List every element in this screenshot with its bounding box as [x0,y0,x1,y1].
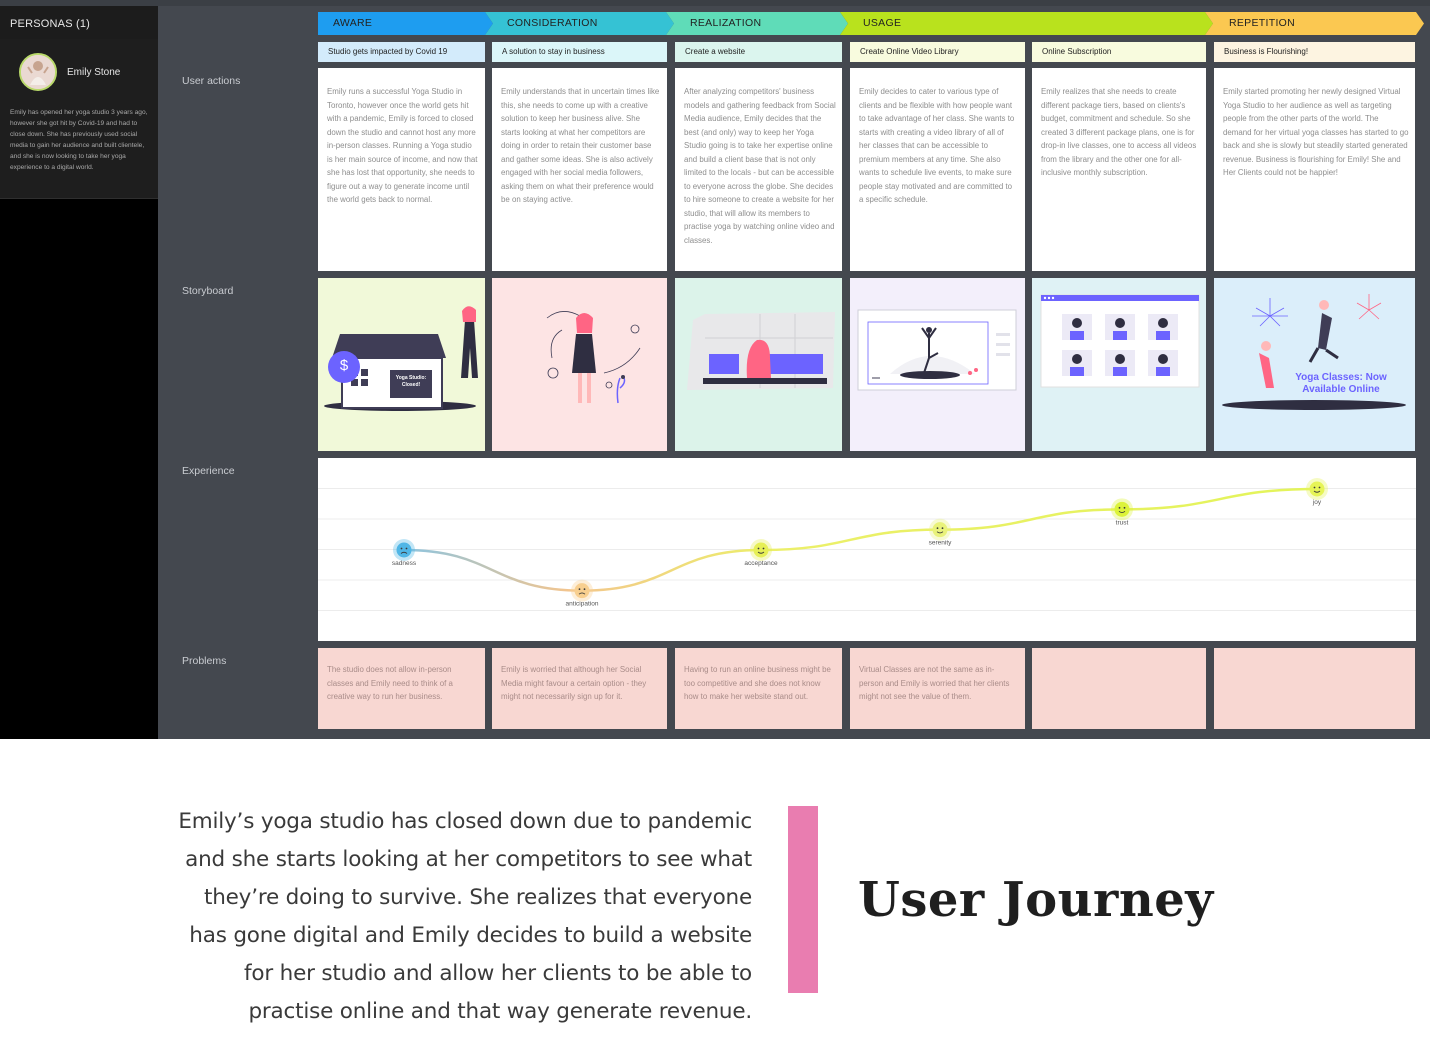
action-text: Emily decides to cater to various type o… [859,87,1015,204]
persona-panel: PERSONAS (1) Emily Stone Emily has opene… [0,6,158,739]
emoji-face-icon [396,542,412,558]
emotion-point-trust[interactable]: trust [1111,498,1133,526]
stage-label-realization: REALIZATION [690,17,762,29]
emotion-point-serenity[interactable]: serenity [929,518,953,547]
action-text: Emily started promoting her newly design… [1223,87,1409,177]
stage-arrow-realization[interactable] [666,12,848,35]
stage-label-usage: USAGE [863,17,902,29]
row-label-problems: Problems [182,655,227,667]
journey-summary: Emily’s yoga studio has closed down due … [178,809,752,1024]
problem-card[interactable] [1032,648,1206,729]
substage-title[interactable]: A solution to stay in business [492,42,667,62]
emotion-label: serenity [929,540,953,547]
emoji-face-icon [1114,501,1130,517]
journey-map: User actions Storyboard Experience Probl… [158,6,1430,739]
persona-description: Emily has opened her yoga studio 3 years… [10,109,148,171]
persona-photo-icon [21,55,55,89]
online-banner: Yoga Classes: Now Available Online [1295,372,1387,395]
problem-text: The studio does not allow in-person clas… [327,665,453,701]
storyboard-closed-studio[interactable]: Yoga Studio: Closed! $ [318,278,485,451]
stage-arrows [318,12,1424,35]
experience-chart: sadness anticipation acceptance serenity tru… [318,458,1416,641]
persona-card[interactable]: Emily Stone Emily has opened her yoga st… [0,39,158,199]
action-text: Emily runs a successful Yoga Studio in T… [327,87,478,204]
experience-curve-svg: sadness anticipation acceptance serenity tru… [318,478,1416,611]
storyboard-desk[interactable] [675,278,842,451]
action-text: After analyzing competitors' business mo… [684,87,836,245]
emotion-point-acceptance[interactable]: acceptance [744,539,778,567]
row-label-user-actions: User actions [182,75,241,87]
storyboard-celebration[interactable]: Yoga Classes: Now Available Online [1214,278,1415,451]
substage-title[interactable]: Online Subscription [1032,42,1206,62]
substage-title[interactable]: Studio gets impacted by Covid 19 [318,42,485,62]
problem-text: Emily is worried that although her Socia… [501,665,647,701]
avatar [19,53,57,91]
stage-label-repetition: REPETITION [1229,17,1296,29]
action-card[interactable]: Emily decides to cater to various type o… [850,68,1025,271]
action-card[interactable]: Emily runs a successful Yoga Studio in T… [318,68,485,271]
emotion-point-sadness[interactable]: sadness [392,539,417,567]
emotion-label: acceptance [744,560,778,567]
row-label-storyboard: Storyboard [182,285,234,297]
persona-panel-header[interactable]: PERSONAS (1) [0,6,158,39]
desk-work-illustration [687,312,835,390]
substage-title[interactable]: Business is Flourishing! [1214,42,1415,62]
action-card[interactable]: Emily started promoting her newly design… [1214,68,1415,271]
problem-card[interactable]: Emily is worried that although her Socia… [492,648,667,729]
row-label-experience: Experience [182,465,235,477]
storyboard-thinking[interactable] [492,278,667,451]
substage-title[interactable]: Create Online Video Library [850,42,1025,62]
problem-card[interactable]: The studio does not allow in-person clas… [318,648,485,729]
emoji-face-icon [753,542,769,558]
emotion-label: sadness [392,560,417,567]
stage-arrow-aware[interactable] [318,12,493,35]
video-library-illustration [857,309,1017,391]
video-call-illustration [1040,294,1200,388]
emoji-face-icon [574,583,590,599]
problem-card[interactable]: Having to run an online business might b… [675,648,842,729]
action-card[interactable]: After analyzing competitors' business mo… [675,68,842,271]
dollar-icon: $ [339,357,349,374]
emotion-label: joy [1312,499,1322,506]
problem-text: Having to run an online business might b… [684,665,831,701]
action-text: Emily realizes that she needs to create … [1041,87,1197,177]
emoji-face-icon [932,522,948,538]
emoji-face-icon [1309,481,1325,497]
page-title: User Journey [858,872,1214,928]
stage-label-aware: AWARE [333,17,373,29]
storyboard-video-call[interactable] [1032,278,1206,451]
action-text: Emily understands that in uncertain time… [501,87,660,204]
action-card[interactable]: Emily realizes that she needs to create … [1032,68,1206,271]
emotion-label: trust [1116,519,1129,526]
emotion-point-joy[interactable]: joy [1306,478,1328,506]
celebration-illustration [1222,294,1406,410]
storyboard-video-library[interactable] [850,278,1025,451]
closed-sign: Yoga Studio: Closed! [395,375,427,388]
problem-card[interactable] [1214,648,1415,729]
persona-name: Emily Stone [67,67,121,78]
stage-arrow-consideration[interactable] [485,12,674,35]
stage-arrow-repetition[interactable] [1205,12,1424,35]
closed-studio-illustration [324,306,478,411]
experience-line [403,487,1318,592]
emotion-label: anticipation [566,601,599,608]
emotion-point-anticipation[interactable]: anticipation [566,579,599,608]
substage-title[interactable]: Create a website [675,42,842,62]
stage-label-consideration: CONSIDERATION [507,17,598,29]
stage-arrow-usage[interactable] [840,12,1213,35]
problem-card[interactable]: Virtual Classes are not the same as in-p… [850,648,1025,729]
thinking-woman-illustration [546,311,641,404]
top-strip [0,0,1430,6]
action-card[interactable]: Emily understands that in uncertain time… [492,68,667,271]
accent-bar [788,806,818,993]
problem-text: Virtual Classes are not the same as in-p… [859,665,1010,701]
